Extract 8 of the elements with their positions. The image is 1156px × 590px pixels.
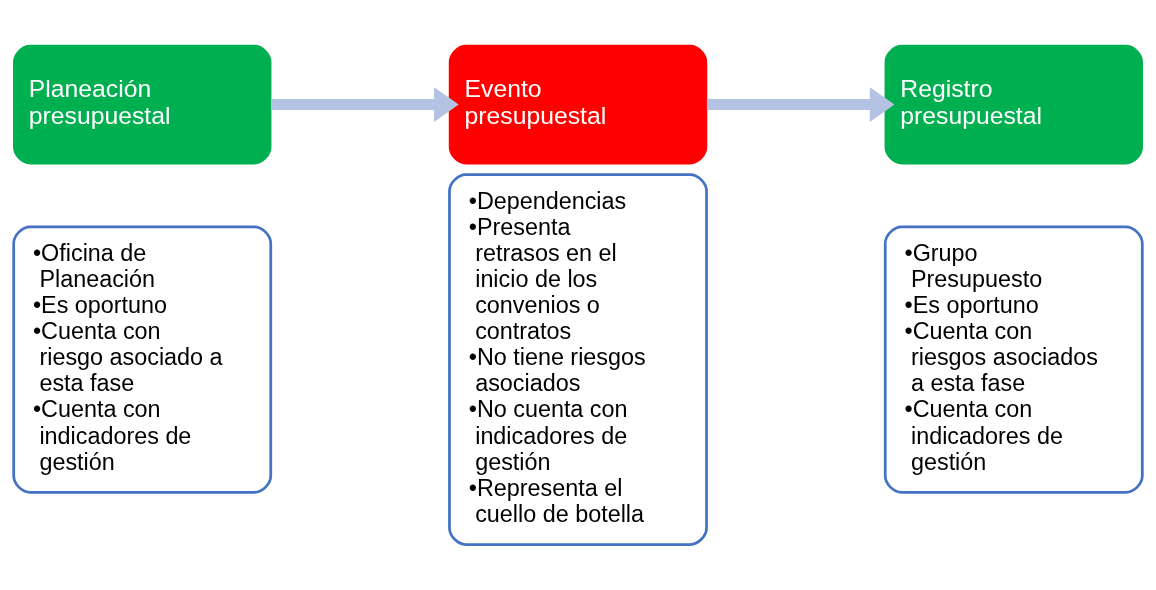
node-box: •Oficina de Planeación •Es oportuno •Cuenta con riesgo asociado a esta fase •Cuenta con indicadores de gestión <box>12 225 273 494</box>
node-box: •Dependencias •Presenta retrasos en el inicio de los convenios o contratos •No tiene riesgos asociados •No cuenta con indicadores de gestión •Representa el cuello de botella <box>448 173 708 546</box>
node-box: Evento presupuestal <box>448 44 708 165</box>
node-box: Registro presupuestal <box>884 44 1143 165</box>
arrow <box>706 87 895 122</box>
node-box: •Grupo Presupuesto •Es oportuno •Cuenta con riesgos asociados a esta fase •Cuenta con indicadores de gestión <box>883 225 1144 494</box>
arrow <box>271 87 459 122</box>
node-box: Planeación presupuestal <box>13 44 272 165</box>
